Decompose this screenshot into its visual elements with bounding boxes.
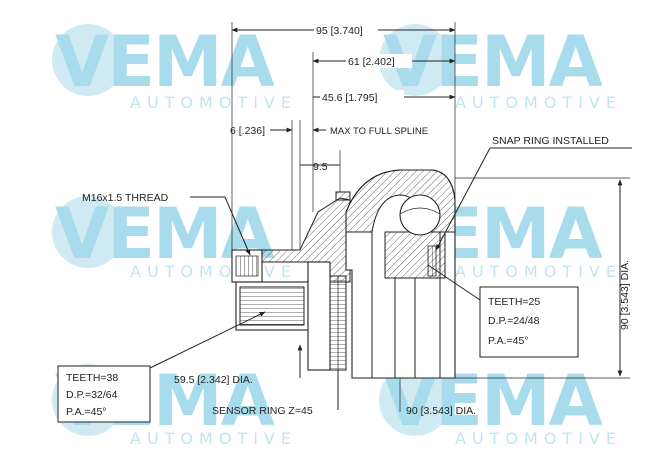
outer-spec-dp: D.P.=32/64 (66, 389, 118, 401)
thread-pattern (235, 255, 259, 277)
dim-spline-note: MAX TO FULL SPLINE (330, 126, 428, 137)
watermark-brand: VEMA (383, 21, 603, 103)
outer-spec-box: TEETH=38 D.P.=32/64 P.A.=45° (57, 365, 151, 423)
watermark-tagline: AUTOMOTIVE (455, 429, 622, 448)
dim-sensor-diameter: 59.5 [2.342] DIA. (174, 374, 253, 386)
inner-spec-box: TEETH=25 D.P.=24/48 P.A.=45° (479, 286, 579, 358)
label-thread: M16x1.5 THREAD (82, 192, 169, 204)
leader-thread (224, 196, 251, 256)
watermark-tagline: AUTOMOTIVE (130, 262, 297, 281)
watermark-tagline: AUTOMOTIVE (455, 93, 622, 112)
vema-logo-circle (379, 364, 451, 436)
leader-snap-ring (435, 147, 491, 251)
outer-spec-teeth: TEETH=38 (66, 372, 118, 384)
watermark-brand: VEMA (55, 21, 275, 103)
dim-housing-diameter-side: 90 [3.543] DIA. (619, 260, 631, 330)
ball-detail (399, 207, 441, 215)
dim-overall-length: 95 [3.740] (316, 25, 363, 37)
watermark-tagline: AUTOMOTIVE (455, 262, 622, 281)
inner-spec-teeth: TEETH=25 (488, 296, 540, 308)
collar (307, 261, 331, 371)
watermark-top-left: VEMA AUTOMOTIVE (52, 21, 297, 112)
vema-logo-circle (52, 24, 124, 96)
watermark-group: VEMA AUTOMOTIVE VEMA AUTOMOTIVE VEMA AUT… (52, 21, 622, 448)
watermark-top-right: VEMA AUTOMOTIVE (379, 21, 622, 112)
dim-shaft-length: 61 [2.402] (348, 56, 395, 68)
inner-spec-frame (479, 286, 579, 358)
dim-thread-offset: 6 [.236] (230, 125, 265, 137)
watermark-tagline: AUTOMOTIVE (130, 429, 297, 448)
neck-tab (335, 191, 351, 201)
snap-ring (427, 245, 437, 277)
dim-spline-length: 45.6 [1.795] (322, 92, 378, 104)
label-sensor-ring: SENSOR RING Z=45 (212, 405, 313, 417)
watermark-tagline: AUTOMOTIVE (130, 93, 297, 112)
label-snap-ring: SNAP RING INSTALLED (492, 135, 609, 147)
label-bg (320, 90, 404, 104)
outer-spec-pa: P.A.=45° (66, 406, 107, 418)
leader-outer-spec (149, 311, 266, 369)
outer-spec-frame (57, 365, 151, 423)
dim-housing-diameter-bottom: 90 [3.543] DIA. (406, 405, 476, 417)
label-bg (314, 23, 378, 37)
vema-logo-circle (52, 196, 124, 268)
dimension-text: 95 [3.740] 61 [2.402] 45.6 [1.795] MAX T… (82, 23, 631, 417)
leader-inner-spec (427, 264, 481, 301)
inner-spec-pa: P.A.=45° (488, 335, 529, 347)
ball (399, 194, 441, 236)
inner-spec-dp: D.P.=24/48 (488, 315, 540, 327)
dim-collar-width: 9.5 (313, 161, 328, 173)
label-bg (346, 54, 412, 68)
